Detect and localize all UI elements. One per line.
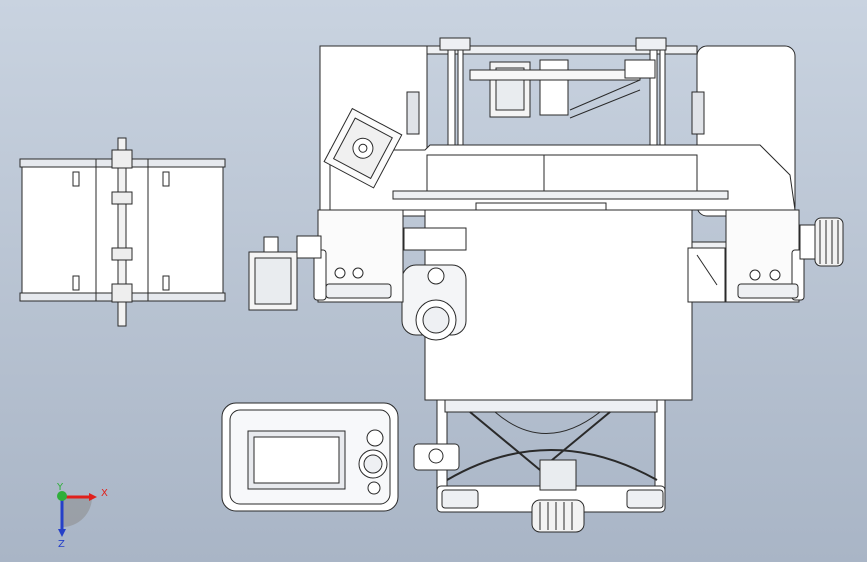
x-axis-label: X xyxy=(101,488,108,499)
y-axis-dot-icon xyxy=(57,491,67,501)
spool-holder-part[interactable] xyxy=(19,137,226,327)
z-axis-label: Z xyxy=(58,539,65,550)
y-axis-label: Y xyxy=(56,482,64,493)
lcd-controller-part[interactable] xyxy=(221,402,399,512)
orientation-triad: X Y Z xyxy=(56,482,108,550)
printer-frame-assembly[interactable] xyxy=(248,37,844,533)
triad-background-icon xyxy=(62,497,92,527)
